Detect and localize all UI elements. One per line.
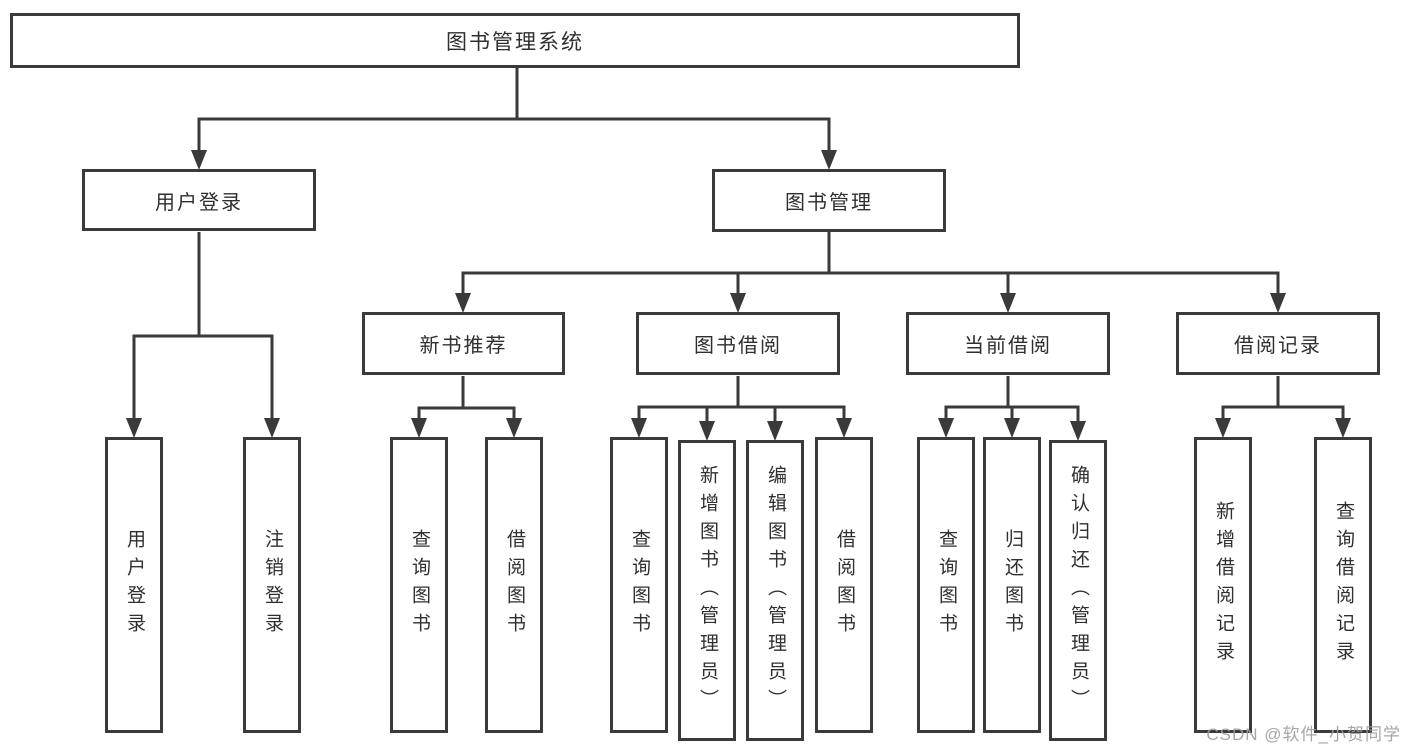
leaf-user-login: 用户登录 [105,437,163,733]
node-library-system-label: 图书管理系统 [446,30,584,54]
node-book-borrowing-label: 图书借阅 [694,335,782,357]
connector-book-borrowing-children [631,376,852,441]
arrowhead [821,150,837,170]
csdn-watermark: CSDN @软件_小贺同学 [1206,725,1401,744]
arrowhead [1270,293,1286,313]
leaf-query-books-current-label: 查询图书 [935,529,957,641]
node-new-book-recommend-label: 新书推荐 [419,335,508,357]
node-user-login-label: 用户登录 [155,191,243,214]
leaf-borrow-books-recommend: 借阅图书 [485,437,543,733]
node-book-borrowing: 图书借阅 [636,312,840,375]
arrowhead [767,421,783,441]
leaf-query-books-current: 查询图书 [917,437,975,733]
arrowhead [1000,293,1016,313]
leaf-query-books-borrow-label: 查询图书 [628,529,650,641]
arrowhead [411,418,427,438]
leaf-return-books-label: 归还图书 [1001,529,1023,641]
node-current-borrowing: 当前借阅 [906,312,1110,375]
leaf-query-books-recommend: 查询图书 [390,437,448,733]
arrowhead [938,418,954,438]
arrowhead [126,418,142,438]
connector-book-management-children [455,232,1286,313]
node-book-management-label: 图书管理 [785,192,873,214]
leaf-confirm-return-admin: 确认归还（管理员） [1049,440,1107,741]
leaf-logout: 注销登录 [243,437,301,733]
leaf-query-borrow-record-label: 查询借阅记录 [1332,501,1354,669]
leaf-edit-book-admin: 编辑图书（管理员） [746,440,804,741]
node-current-borrowing-label: 当前借阅 [964,335,1052,357]
connector-user-login-children [126,232,280,438]
leaf-query-books-borrow: 查询图书 [610,437,668,733]
leaf-query-books-recommend-label: 查询图书 [408,529,430,641]
arrowhead [631,418,647,438]
leaf-borrow-books: 借阅图书 [815,437,873,733]
node-borrow-records-label: 借阅记录 [1234,335,1322,357]
connector-current-borrowing-children [938,376,1086,441]
connector-new-book-recommend-children [411,376,522,438]
arrowhead [730,293,746,313]
leaf-query-borrow-record: 查询借阅记录 [1314,437,1372,733]
leaf-borrow-books-recommend-label: 借阅图书 [503,529,525,641]
connector-root-to-level2 [191,67,837,170]
connector-borrow-records-children [1215,376,1351,438]
leaf-confirm-return-admin-label: 确认归还（管理员） [1067,464,1089,717]
node-user-login: 用户登录 [82,169,316,231]
leaf-add-book-admin-label: 新增图书（管理员） [696,464,718,717]
leaf-user-login-label: 用户登录 [123,529,145,641]
leaf-edit-book-admin-label: 编辑图书（管理员） [764,464,786,717]
arrowhead [264,418,280,438]
arrowhead [699,421,715,441]
arrowhead [1004,418,1020,438]
leaf-add-borrow-record-label: 新增借阅记录 [1212,501,1234,669]
node-new-book-recommend: 新书推荐 [362,312,565,375]
leaf-borrow-books-label: 借阅图书 [833,529,855,641]
arrowhead [1070,421,1086,441]
arrowhead [836,418,852,438]
arrowhead [1335,418,1351,438]
arrowhead [1215,418,1231,438]
arrowhead [191,150,207,170]
leaf-add-borrow-record: 新增借阅记录 [1194,437,1252,733]
leaf-logout-label: 注销登录 [261,529,283,641]
node-book-management: 图书管理 [712,169,946,232]
leaf-return-books: 归还图书 [983,437,1041,733]
node-library-system: 图书管理系统 [10,13,1020,68]
arrowhead [506,418,522,438]
leaf-add-book-admin: 新增图书（管理员） [678,440,736,741]
arrowhead [455,293,471,313]
node-borrow-records: 借阅记录 [1176,312,1380,375]
